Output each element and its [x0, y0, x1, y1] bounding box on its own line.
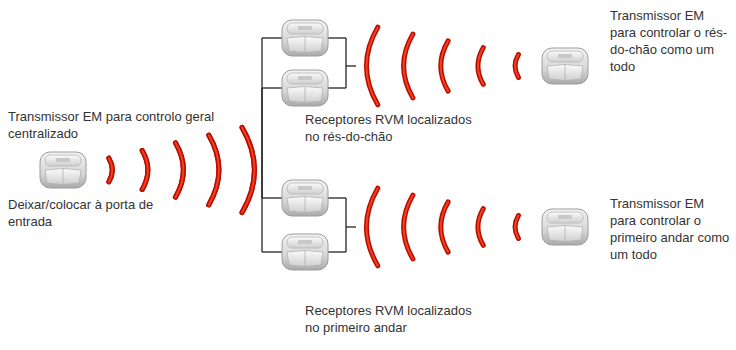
receiver-group: Receptores RVM localizados no rés-do-chã…: [275, 15, 475, 150]
transmitter-node: Transmissor EM para controlo geral centr…: [5, 105, 253, 235]
receiver-icon: [280, 178, 330, 218]
radio-link: [109, 127, 282, 252]
receiver-icon: [280, 68, 330, 108]
radio-link: [328, 188, 518, 266]
transmitter-icon: [540, 46, 590, 86]
device-caption: Receptores RVM localizados no primeiro a…: [305, 303, 485, 337]
receiver-icon: [280, 232, 330, 272]
receiver-icon: [280, 18, 330, 58]
device-caption: Deixar/colocar à porta de entrada: [8, 197, 198, 231]
transmitter-node: Transmissor EM para controlar o primeiro…: [535, 190, 733, 268]
device-caption: Transmissor EM para controlar o primeiro…: [610, 196, 732, 264]
receiver-group: Receptores RVM localizados no primeiro a…: [275, 175, 475, 341]
transmitter-icon: [540, 207, 590, 247]
transmitter-icon: [38, 150, 88, 190]
radio-link: [328, 27, 518, 105]
device-caption: Receptores RVM localizados no rés-do-chã…: [305, 112, 485, 146]
radio-link: [109, 38, 282, 213]
device-caption: Transmissor EM para controlo geral centr…: [8, 109, 248, 143]
device-caption: Transmissor EM para controlar o rés-do-c…: [610, 8, 732, 76]
transmitter-node: Transmissor EM para controlar o rés-do-c…: [535, 8, 733, 90]
